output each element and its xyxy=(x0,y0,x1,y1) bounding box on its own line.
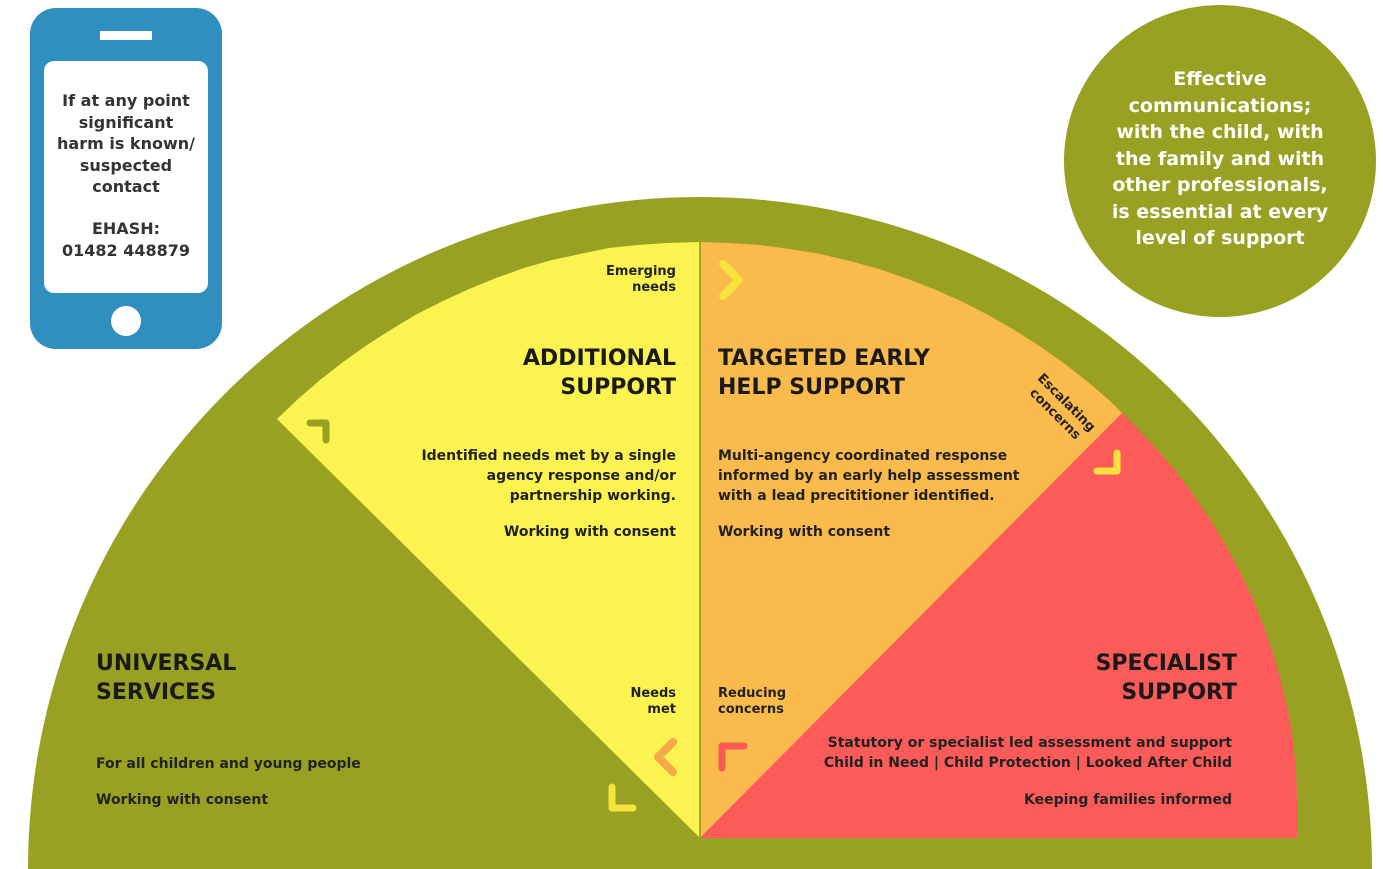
additional-body: Identified needs met by a single agency … xyxy=(421,446,676,506)
speaker-slot-icon xyxy=(100,31,152,40)
info-line: level of support xyxy=(1135,227,1305,249)
universal-consent: Working with consent xyxy=(96,792,269,808)
body-line: informed by an early help assessment xyxy=(718,468,1020,484)
label-line: concerns xyxy=(718,702,784,717)
info-line: Effective xyxy=(1173,68,1267,90)
phone-line: If at any point xyxy=(62,91,190,110)
universal-title: UNIVERSAL SERVICES xyxy=(96,649,236,707)
phone-contact: EHASH: 01482 448879 xyxy=(44,218,208,261)
corner-arrow-icon xyxy=(718,742,748,772)
body-line: Statutory or specialist led assessment a… xyxy=(827,735,1232,751)
title-line: SUPPORT xyxy=(1121,680,1237,705)
corner-arrow-icon xyxy=(1093,449,1121,475)
label-line: Needs xyxy=(630,686,676,701)
title-line: TARGETED EARLY xyxy=(718,346,930,371)
phone-line: suspected xyxy=(79,155,173,175)
title-line: SUPPORT xyxy=(560,375,676,400)
additional-consent: Working with consent xyxy=(503,524,676,540)
ehash-number: 01482 448879 xyxy=(61,240,191,260)
corner-arrow-icon xyxy=(608,783,637,812)
body-line: Child in Need | Child Protection | Looke… xyxy=(823,755,1232,771)
targeted-title: TARGETED EARLY HELP SUPPORT xyxy=(718,344,930,402)
reducing-concerns-label: Reducing concerns xyxy=(718,686,786,718)
specialist-informed: Keeping families informed xyxy=(1024,792,1232,808)
additional-title: ADDITIONAL SUPPORT xyxy=(523,344,676,402)
title-line: SPECIALIST xyxy=(1095,651,1237,676)
body-line: partnership working. xyxy=(509,488,676,504)
info-line: other professionals, xyxy=(1112,174,1328,196)
info-circle-text: Effective communications; with the child… xyxy=(1080,66,1360,252)
body-line: with a lead precititioner identified. xyxy=(718,488,995,504)
home-button-icon xyxy=(111,306,141,336)
phone-line: harm is known/ xyxy=(57,134,195,153)
universal-body: For all children and young people xyxy=(96,756,361,772)
body-line: Identified needs met by a single xyxy=(421,448,676,464)
title-line: ADDITIONAL xyxy=(522,346,676,371)
corner-arrow-icon xyxy=(306,419,330,444)
body-line: agency response and/or xyxy=(486,468,676,484)
body-line: Multi-angency coordinated response xyxy=(718,448,1008,464)
targeted-body: Multi-angency coordinated response infor… xyxy=(718,446,1020,506)
arrow-right-icon xyxy=(719,260,743,300)
phone-line: significant xyxy=(78,112,174,132)
specialist-body: Statutory or specialist led assessment a… xyxy=(824,733,1232,773)
needs-met-label: Needs met xyxy=(630,686,676,718)
label-line: needs xyxy=(632,280,676,295)
sector-targeted xyxy=(700,242,1122,838)
info-line: is essential at every xyxy=(1111,200,1329,223)
label-line: Reducing xyxy=(718,686,787,701)
phone-screen xyxy=(44,61,208,293)
targeted-consent: Working with consent xyxy=(718,524,891,540)
title-line: UNIVERSAL xyxy=(96,651,237,676)
label-line: met xyxy=(647,702,676,717)
sector-specialist xyxy=(700,413,1297,838)
sector-additional xyxy=(277,242,700,838)
info-line: communications; xyxy=(1128,94,1312,117)
title-line: SERVICES xyxy=(96,680,217,705)
phone-message: If at any point significant harm is know… xyxy=(44,90,208,198)
phone-line: contact xyxy=(92,177,160,196)
arrow-left-icon xyxy=(654,738,677,776)
ehash-label: EHASH: xyxy=(91,219,160,238)
emerging-needs-label: Emerging needs xyxy=(606,264,676,296)
info-line: the family and with xyxy=(1115,147,1325,170)
title-line: HELP SUPPORT xyxy=(718,375,905,400)
specialist-title: SPECIALIST SUPPORT xyxy=(1096,649,1237,707)
info-circle xyxy=(1064,5,1376,317)
label-line: Emerging xyxy=(606,264,676,279)
info-line: with the child, with xyxy=(1116,121,1324,143)
